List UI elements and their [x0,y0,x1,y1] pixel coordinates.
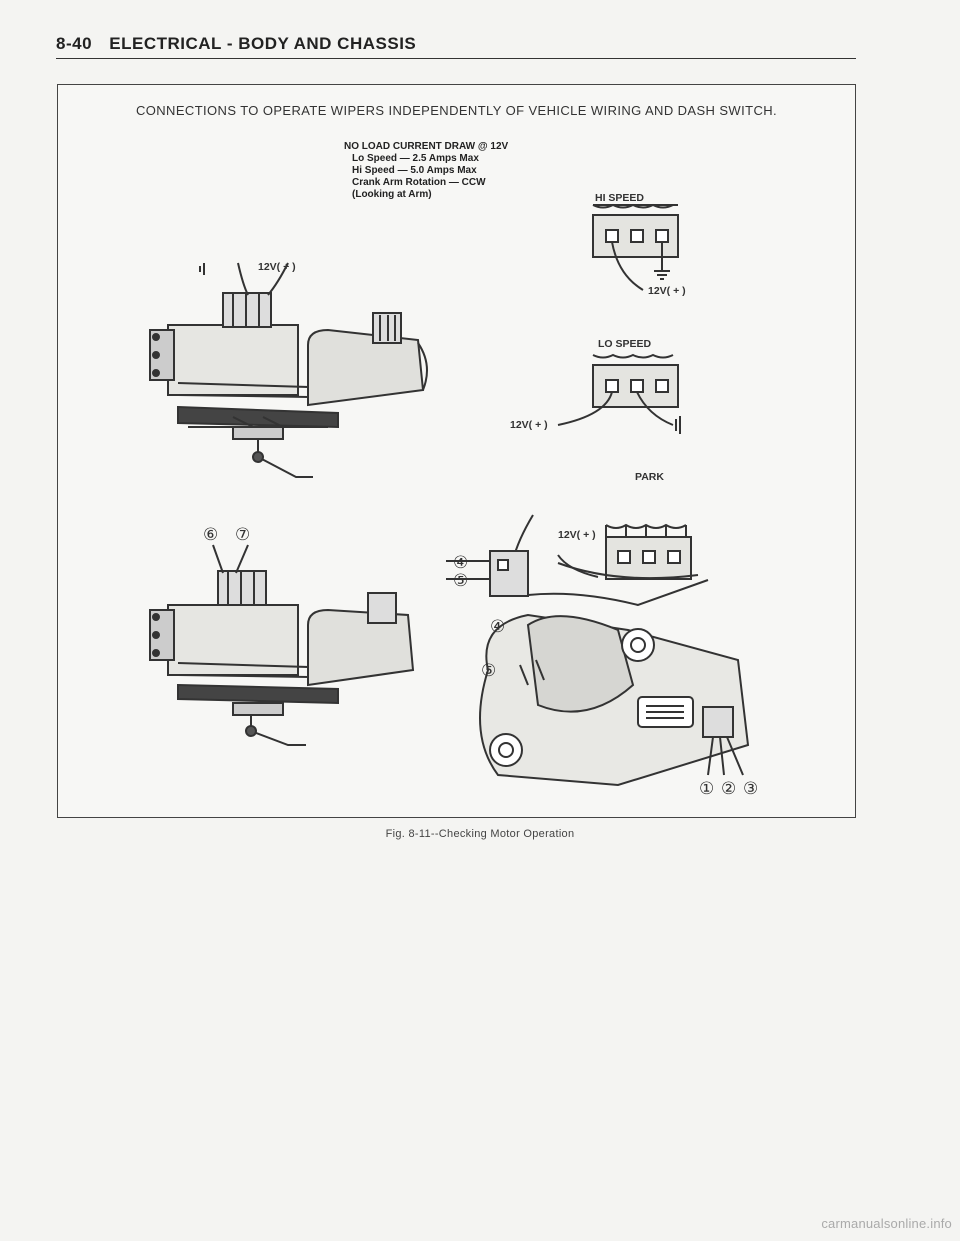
lower-motor-drawing [149,544,415,746]
hi-speed-connector [592,203,679,291]
callout-4-switch: ④ [453,553,469,572]
watermark: carmanualsonline.info [821,1216,952,1231]
park-voltage-label: 12V( + ) [558,529,596,541]
callout-3: ③ [743,779,759,798]
upper-motor-voltage-label: 12V( + ) [258,261,296,273]
figure-caption: Fig. 8-11--Checking Motor Operation [385,828,575,840]
hi-speed-label: HI SPEED [595,192,645,204]
park-wiring-drawing [446,514,750,787]
figure-frame: CONNECTIONS TO OPERATE WIPERS INDEPENDEN… [57,84,856,818]
page-header: 8-40 ELECTRICAL - BODY AND CHASSIS [56,34,856,59]
park-label: PARK [635,471,664,483]
spec-hi-speed: Hi Speed — 5.0 Amps Max [352,165,477,176]
callout-2: ② [721,779,737,798]
figure-intro: CONNECTIONS TO OPERATE WIPERS INDEPENDEN… [135,103,778,118]
page-number: 8-40 [56,34,93,53]
lo-speed-voltage-label: 12V( + ) [510,419,548,431]
lo-speed-connector [557,353,681,434]
specs-title: NO LOAD CURRENT DRAW @ 12V [344,141,509,152]
callout-1: ① [699,779,715,798]
wiper-motor-illustration [149,203,750,787]
callout-4-motor: ④ [490,617,506,636]
spec-rotation: Crank Arm Rotation — CCW [352,177,486,188]
spec-lo-speed: Lo Speed — 2.5 Amps Max [352,153,479,164]
upper-motor-drawing [149,262,428,478]
callout-5-motor: ⑤ [481,661,497,680]
callout-5-switch: ⑤ [453,571,469,590]
hi-speed-voltage-label: 12V( + ) [648,285,686,297]
current-draw-specs: NO LOAD CURRENT DRAW @ 12V Lo Speed — 2.… [344,141,508,201]
callout-7: ⑦ [235,525,251,544]
spec-rotation-note: (Looking at Arm) [352,189,432,200]
section-title: ELECTRICAL - BODY AND CHASSIS [109,34,417,53]
lo-speed-label: LO SPEED [598,338,652,350]
callout-6: ⑥ [203,525,219,544]
